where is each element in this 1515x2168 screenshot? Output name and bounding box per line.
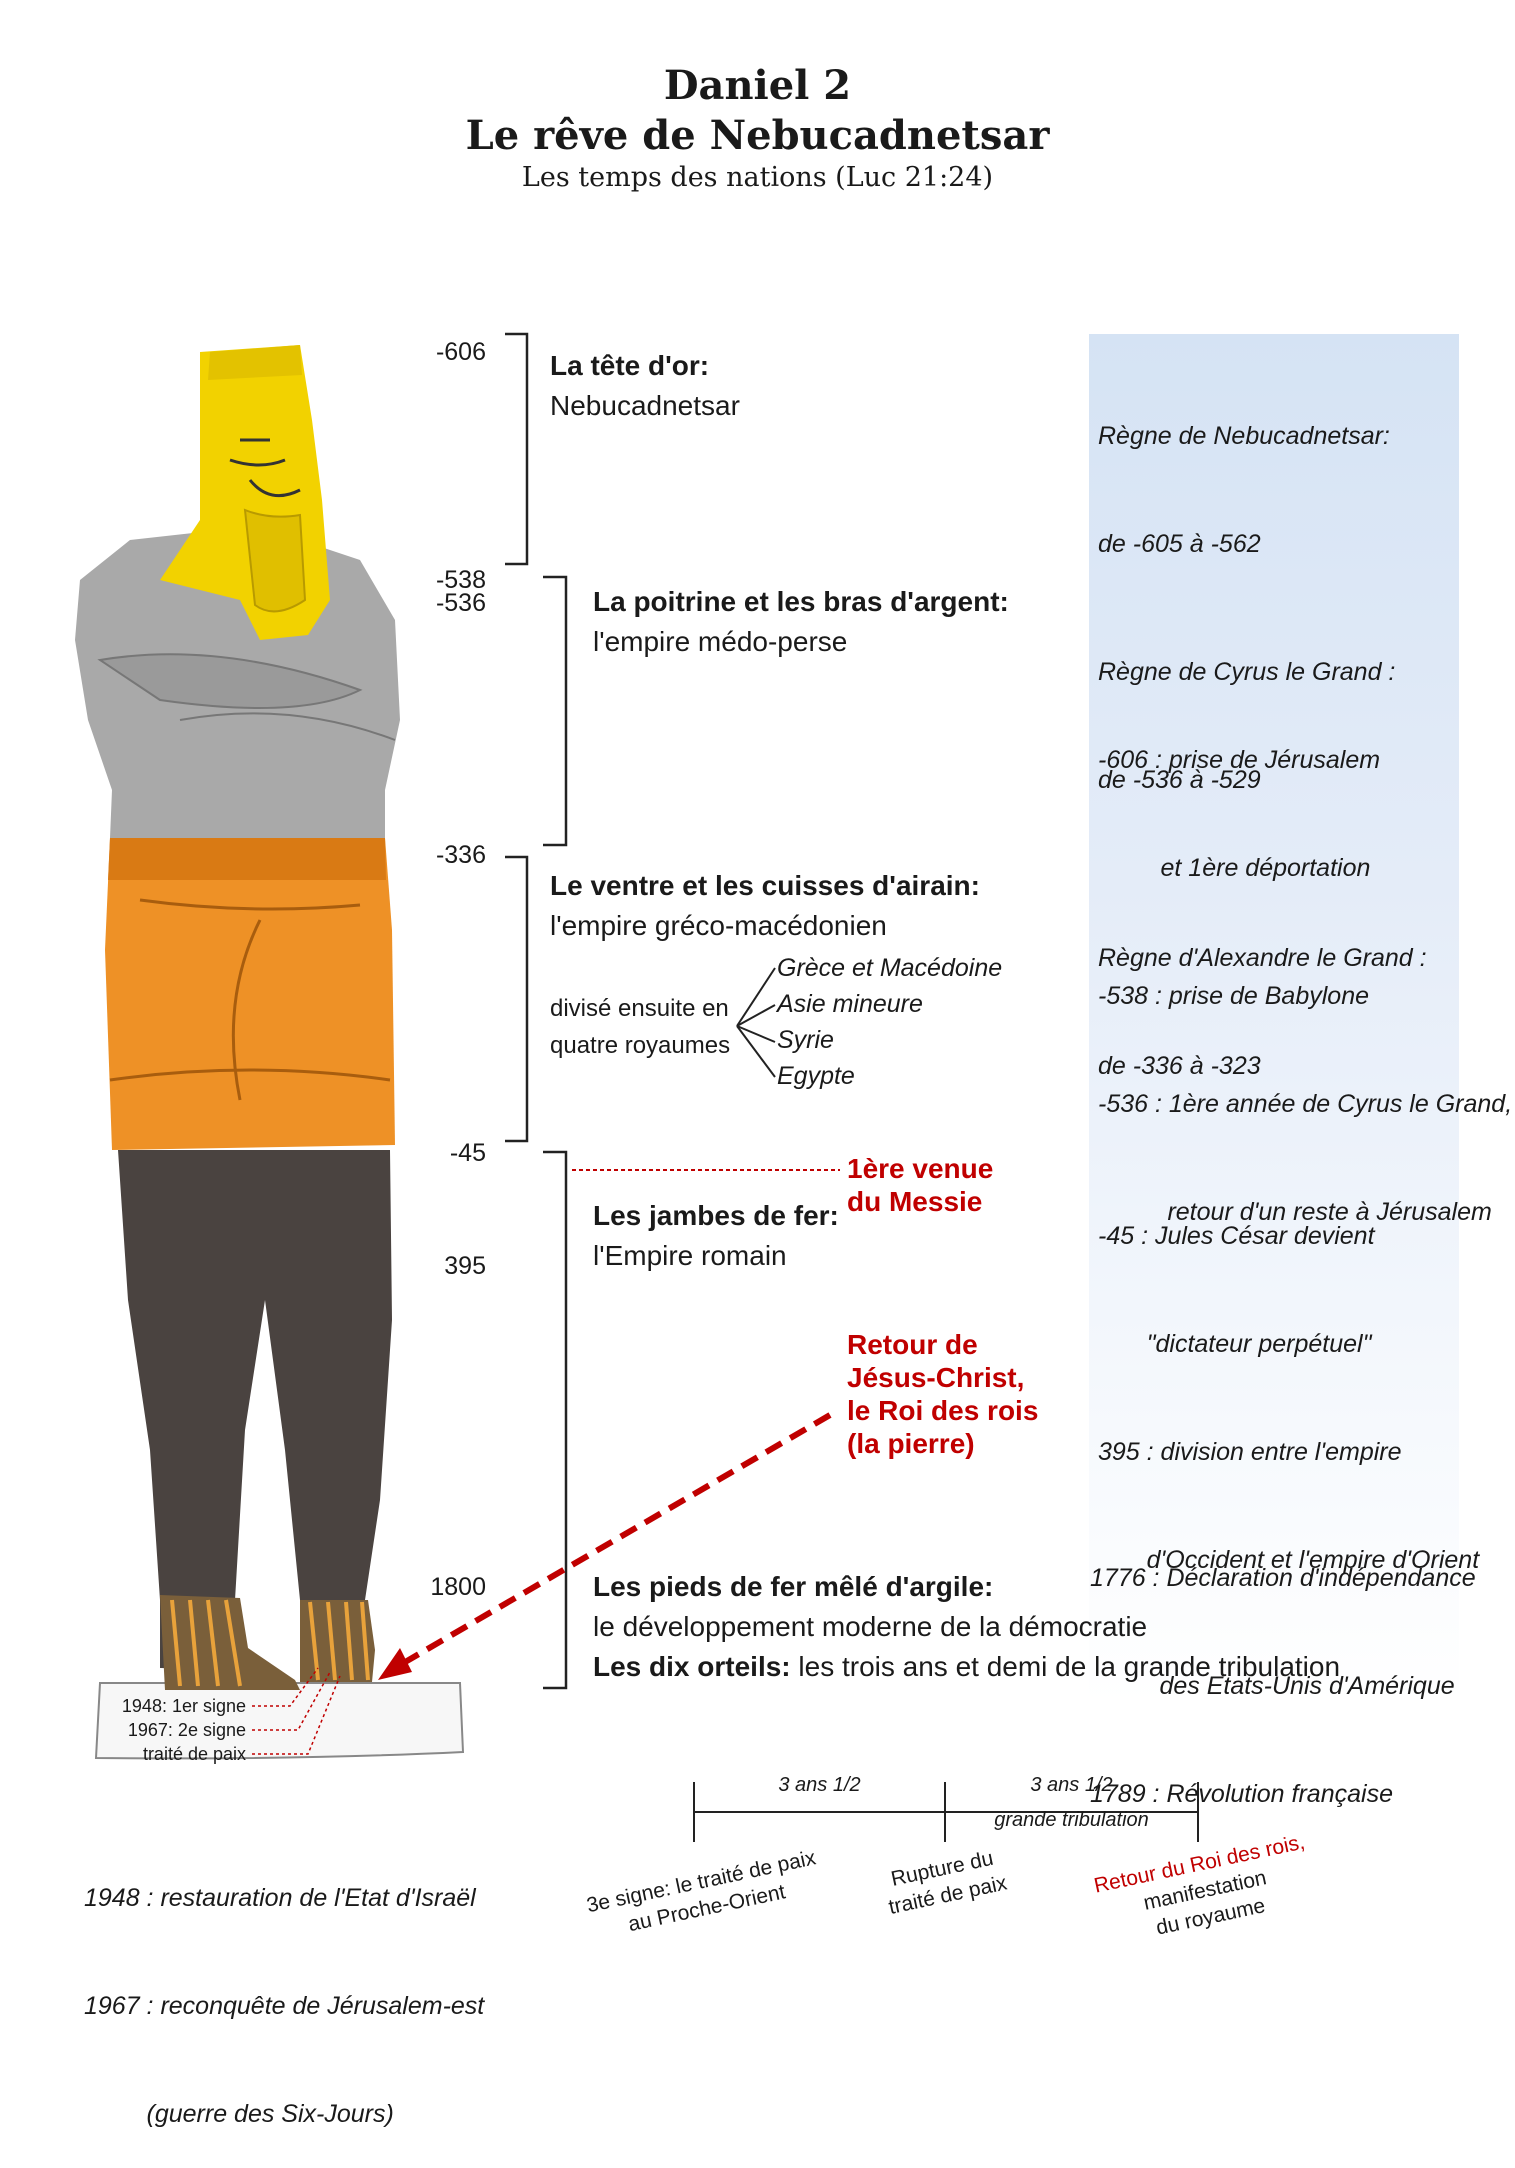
- feet-desc: le développement moderne de la démocrati…: [593, 1611, 1148, 1642]
- date-536: -536: [435, 589, 486, 617]
- note-line: -536 : 1ère année de Cyrus le Grand,: [1098, 1090, 1513, 1118]
- date-45: -45: [449, 1139, 486, 1167]
- gold-label: La tête d'or: Nebucadnetsar: [550, 346, 740, 426]
- messiah-line2: du Messie: [847, 1186, 983, 1217]
- note-line: retour d'un reste à Jérusalem: [1098, 1198, 1492, 1226]
- right-foot: [300, 1600, 375, 1682]
- divided-line2: quatre royaumes: [550, 1032, 731, 1059]
- iron-label: Les jambes de fer: l'Empire romain: [593, 1196, 839, 1276]
- gold-desc: Nebucadnetsar: [550, 390, 740, 421]
- note-line: "dictateur perpétuel": [1098, 1330, 1372, 1358]
- messiah-line1: 1ère venue: [847, 1153, 994, 1184]
- title-line2: Le rêve de Nebucadnetsar: [465, 112, 1050, 159]
- note-line: de -536 à -529: [1098, 766, 1261, 794]
- second-half-label: 3 ans 1/2: [1030, 1774, 1113, 1796]
- note-line: des Etats-Unis d'Amérique: [1090, 1672, 1455, 1700]
- return-line1: Retour de: [847, 1329, 978, 1360]
- israel-notes: 1948 : restauration de l'Etat d'Israël 1…: [84, 1808, 484, 2168]
- note-alexandre: Règne d'Alexandre le Grand : de -336 à -…: [1098, 868, 1427, 1120]
- messiah-callout: 1ère venue du Messie: [847, 1152, 993, 1218]
- kingdom-item: Egypte: [777, 1062, 855, 1090]
- note-line: de -336 à -323: [1098, 1052, 1261, 1080]
- silver-label: La poitrine et les bras d'argent: l'empi…: [593, 582, 1009, 662]
- bronze-desc: l'empire gréco-macédonien: [550, 910, 887, 941]
- return-line4: (la pierre): [847, 1428, 975, 1459]
- base-sign-2: 1967: 2e signe: [127, 1720, 246, 1740]
- feet-label: Les pieds de fer mêlé d'argile: le dével…: [593, 1567, 1340, 1687]
- note-line: de -605 à -562: [1098, 530, 1261, 558]
- divided-text: divisé ensuite en quatre royaumes: [550, 990, 730, 1064]
- note-line: -606 : prise de Jérusalem: [1098, 746, 1381, 774]
- note-modern: 1776 : Déclaration d'indépendance des Et…: [1090, 1488, 1476, 1848]
- date-606: -606: [435, 338, 486, 366]
- note-line: 1776 : Déclaration d'indépendance: [1090, 1564, 1476, 1592]
- statue-base: [94, 1682, 465, 1760]
- note-line: Règne de Cyrus le Grand :: [1098, 658, 1396, 686]
- date-395: 395: [444, 1252, 486, 1280]
- date-336: -336: [435, 841, 486, 869]
- israel-line: 1948 : restauration de l'Etat d'Israël: [84, 1884, 476, 1912]
- kingdom-item: Asie mineure: [777, 990, 923, 1018]
- subtitle: Les temps des nations (Luc 21:24): [521, 162, 994, 193]
- return-line3: le Roi des rois: [847, 1395, 1039, 1426]
- base-sign-3: traité de paix: [142, 1744, 246, 1764]
- iron-title: Les jambes de fer:: [593, 1200, 839, 1231]
- silver-title: La poitrine et les bras d'argent:: [593, 586, 1009, 617]
- note-line: Règne de Nebucadnetsar:: [1098, 422, 1390, 450]
- tribulation-label: grande tribulation: [994, 1809, 1149, 1831]
- kingdom-list: Grèce et Macédoine Asie mineure Syrie Eg…: [777, 950, 1002, 1094]
- toes-title: Les dix orteils:: [593, 1651, 791, 1682]
- bronze-label: Le ventre et les cuisses d'airain: l'emp…: [550, 866, 980, 946]
- silver-desc: l'empire médo-perse: [593, 626, 848, 657]
- base-signs: 1948: 1er signe 1967: 2e signe traité de…: [96, 1694, 246, 1766]
- israel-line: 1967 : reconquête de Jérusalem-est: [84, 1992, 485, 2020]
- bracket-bronze: [505, 855, 529, 1143]
- note-nebucadnetsar: Règne de Nebucadnetsar: de -605 à -562 -…: [1098, 346, 1390, 922]
- note-line: 1789 : Révolution française: [1090, 1780, 1393, 1808]
- bracket-silver: [543, 575, 568, 847]
- title-line1: Daniel 2: [663, 62, 852, 109]
- note-line: d'Occident et l'empire d'Orient: [1098, 1546, 1480, 1574]
- bracket-iron: [543, 1150, 568, 1690]
- note-line: 395 : division entre l'empire: [1098, 1438, 1402, 1466]
- iron-legs: [118, 1150, 392, 1675]
- toes-desc: les trois ans et demi de la grande tribu…: [798, 1651, 1341, 1682]
- note-line: Règne d'Alexandre le Grand :: [1098, 944, 1427, 972]
- return-callout: Retour de Jésus-Christ, le Roi des rois …: [847, 1328, 1038, 1460]
- date-1800: 1800: [430, 1573, 486, 1601]
- first-half-label: 3 ans 1/2: [778, 1774, 861, 1796]
- date-538: -538: [435, 566, 486, 594]
- history-panel: [1089, 334, 1459, 1704]
- israel-line: (guerre des Six-Jours): [84, 2100, 394, 2128]
- iron-desc: l'Empire romain: [593, 1240, 787, 1271]
- note-line: -538 : prise de Babylone: [1098, 982, 1370, 1010]
- base-sign-1: 1948: 1er signe: [121, 1696, 246, 1716]
- note-line: et 1ère déportation: [1098, 854, 1371, 882]
- kingdom-item: Syrie: [777, 1026, 834, 1054]
- kingdom-item: Grèce et Macédoine: [777, 954, 1003, 982]
- bronze-title: Le ventre et les cuisses d'airain:: [550, 870, 980, 901]
- bracket-gold: [505, 332, 529, 566]
- return-line2: Jésus-Christ,: [847, 1362, 1025, 1393]
- gold-title: La tête d'or:: [550, 350, 710, 381]
- note-cyrus: Règne de Cyrus le Grand : de -536 à -529…: [1098, 582, 1512, 1266]
- feet-title: Les pieds de fer mêlé d'argile:: [593, 1571, 994, 1602]
- note-rome: -45 : Jules César devient "dictateur per…: [1098, 1146, 1479, 1614]
- note-line: -45 : Jules César devient: [1098, 1222, 1375, 1250]
- divided-line1: divisé ensuite en: [550, 995, 729, 1022]
